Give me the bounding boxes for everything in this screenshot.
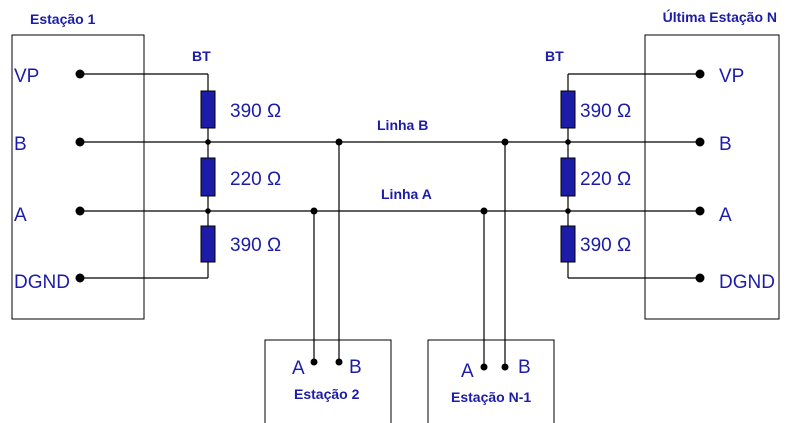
left-label-a: A [14, 205, 27, 226]
station-2-box [264, 339, 392, 423]
left-vp-terminal [75, 69, 85, 79]
junction-stn1-a [480, 207, 488, 215]
right-label-vp: VP [719, 66, 744, 87]
right-resistor-1-value: 390 Ω [580, 101, 631, 122]
station-n-box [644, 34, 780, 320]
left-label-dgnd: DGND [14, 272, 70, 293]
station-n1-pin-b-label: B [518, 357, 531, 378]
station-2-title: Estação 2 [294, 386, 360, 402]
right-label-dgnd: DGND [719, 272, 775, 293]
station-2-b-pin [335, 358, 343, 366]
right-resistor-1 [560, 90, 576, 129]
station-n1-title: Estação N-1 [451, 389, 531, 405]
left-b-terminal [75, 137, 85, 147]
left-label-vp: VP [14, 66, 39, 87]
right-resistor-3-value: 390 Ω [580, 235, 631, 256]
right-resistor-2-value: 220 Ω [580, 169, 631, 190]
station-1-box [11, 34, 145, 320]
station-n-title: Última Estação N [663, 8, 777, 25]
left-resistor-3-value: 390 Ω [230, 235, 281, 256]
station-n1-box [427, 339, 555, 423]
right-resistor-3 [560, 225, 576, 263]
junction-st2-a [310, 207, 318, 215]
junction-right-a [565, 208, 571, 214]
left-a-terminal [75, 206, 85, 216]
station-n1-a-pin [480, 363, 488, 371]
junction-left-a [205, 208, 211, 214]
left-resistor-3 [200, 225, 216, 263]
station-2-pin-a-label: A [292, 358, 305, 379]
left-resistor-1-value: 390 Ω [230, 101, 281, 122]
right-label-a: A [719, 205, 732, 226]
junction-st2-b [335, 138, 343, 146]
junction-left-b [205, 139, 211, 145]
left-resistor-1 [200, 90, 216, 129]
right-b-terminal [695, 137, 705, 147]
right-bt-label: BT [545, 48, 564, 64]
junction-stn1-b [501, 138, 509, 146]
line-a-label: Linha A [381, 186, 432, 202]
right-vp-terminal [695, 69, 705, 79]
left-resistor-2 [200, 157, 216, 197]
station-2-a-pin [310, 358, 318, 366]
left-resistor-2-value: 220 Ω [230, 169, 281, 190]
junction-right-b [565, 139, 571, 145]
right-dgnd-terminal [695, 273, 705, 283]
station-n1-pin-a-label: A [461, 361, 474, 382]
left-label-b: B [14, 134, 27, 155]
station-n1-b-pin [501, 363, 509, 371]
left-dgnd-terminal [75, 273, 85, 283]
station-1-title: Estação 1 [30, 11, 96, 27]
right-a-terminal [695, 206, 705, 216]
left-bt-label: BT [192, 48, 211, 64]
right-resistor-2 [560, 157, 576, 197]
right-label-b: B [719, 134, 732, 155]
station-2-pin-b-label: B [349, 357, 362, 378]
line-b-label: Linha B [377, 117, 428, 133]
